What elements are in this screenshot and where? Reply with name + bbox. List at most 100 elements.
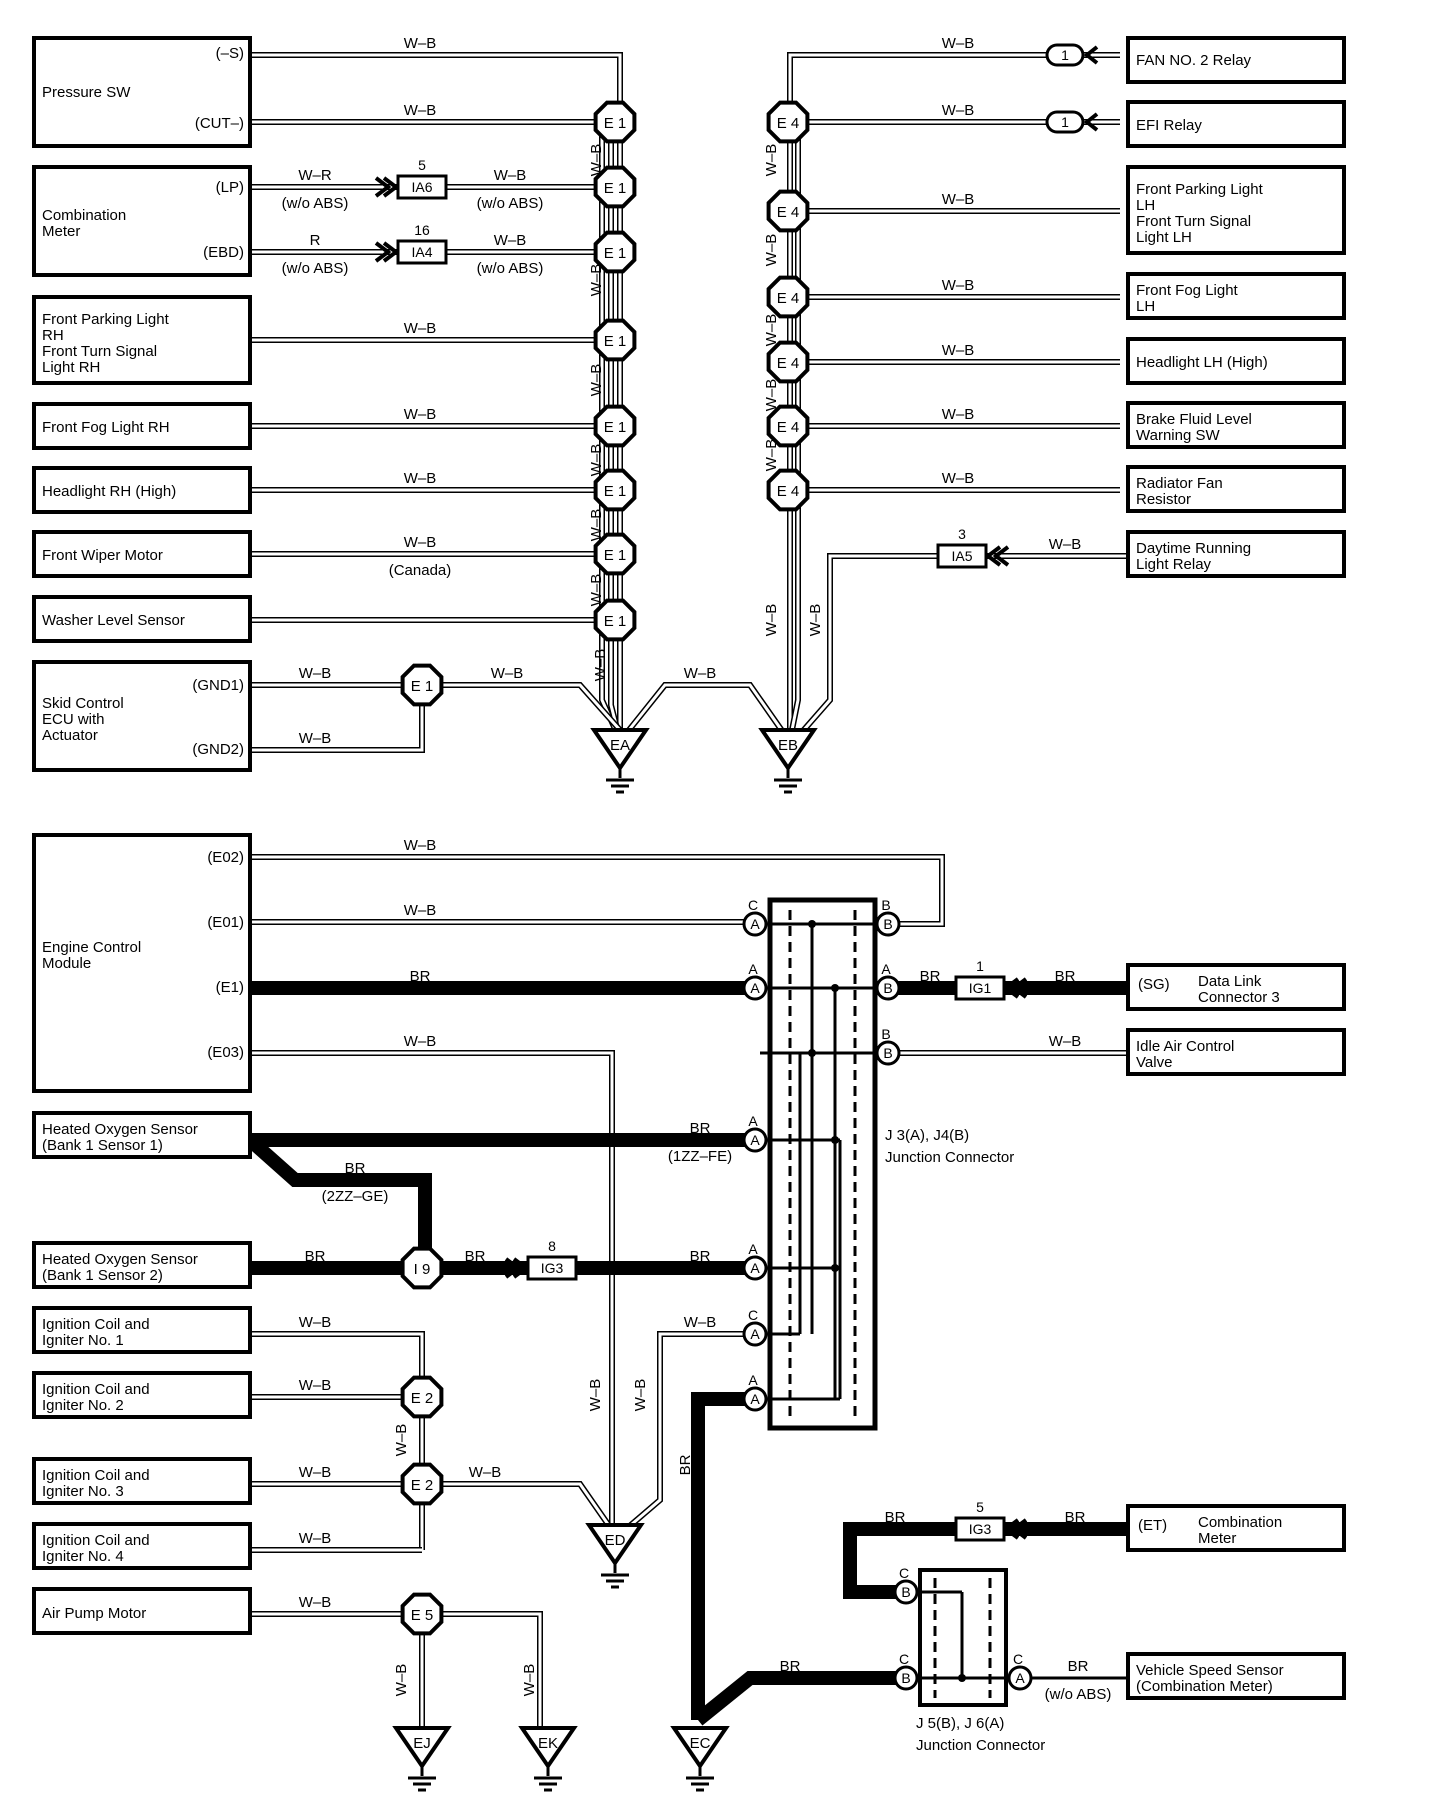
front-parking-rh-label-line: RH (42, 327, 64, 344)
jpin-b-b-2-letter: B (883, 1045, 892, 1061)
connector-ig3-a-label: IG3 (541, 1260, 564, 1276)
jpin-j5-b-c-1: BC (893, 1565, 919, 1605)
jpin-j5-b-c-2-pin: C (899, 1651, 909, 1667)
drl-relay-label-line: Daytime Running (1136, 540, 1251, 557)
connector-ia4-pin: 16 (414, 222, 430, 238)
wire-color-label: BR (305, 1248, 326, 1265)
wire-color-label: W–B (942, 342, 975, 359)
wire-color-label-vertical: W–B (588, 574, 605, 607)
splice-e4-label: E 4 (777, 290, 800, 307)
skid-control-pin-label: (GND1) (192, 677, 244, 694)
wire-color-label: BR (1065, 1509, 1086, 1526)
efi-relay-box: EFI Relay (1126, 100, 1346, 148)
wire-color-label: W–B (942, 277, 975, 294)
wire-color-label: W–B (684, 665, 717, 682)
wire-color-label: BR (690, 1120, 711, 1137)
wire-color-label: (w/o ABS) (477, 260, 544, 277)
headlight-rh-label-line: Headlight RH (High) (42, 483, 176, 500)
ground-ec: EC (670, 1726, 730, 1792)
jpin-j6-a-c-pin: C (1013, 1651, 1023, 1667)
splice-e1: E 1 (593, 318, 637, 362)
front-fog-rh-box: Front Fog Light RH (32, 402, 252, 450)
connector-ia5-label: IA5 (951, 548, 972, 564)
front-parking-lh-label-line: Front Turn Signal (1136, 213, 1251, 230)
pressure-sw-box: Pressure SW(–S)(CUT–) (32, 36, 252, 148)
headlight-lh-label-line: Headlight LH (High) (1136, 354, 1268, 371)
connector-ig3-b-pin: 5 (976, 1499, 984, 1515)
dlc3-label-line: Connector 3 (1198, 989, 1280, 1006)
ground-ej-label: EJ (413, 1735, 431, 1752)
wire-color-label-vertical: W–B (763, 604, 780, 637)
splice-e1-skid: E 1 (400, 663, 444, 707)
jpin-b-b-2-pin: B (881, 1026, 890, 1042)
jpin-a-a-2-pin: A (748, 1113, 758, 1129)
jpin-a-a-4-letter: A (750, 1391, 760, 1407)
jpin-b-b-1-letter: B (883, 916, 892, 932)
wire-color-label: W–R (298, 167, 332, 184)
splice-e4: E 4 (766, 340, 810, 384)
wire-color-label: (w/o ABS) (1045, 1686, 1112, 1703)
jpin-j5-b-c-1-letter: B (901, 1584, 910, 1600)
splice-e4: E 4 (766, 468, 810, 512)
splice-e4-label: E 4 (777, 419, 800, 436)
splice-i9: I 9 (400, 1246, 444, 1290)
ign-2-label-line: Igniter No. 2 (42, 1397, 124, 1414)
j56-label-line1: J 5(B), J 6(A) (916, 1715, 1004, 1732)
relay-connector-pin: 1 (1045, 110, 1099, 134)
ign-4-label-line: Ignition Coil and (42, 1532, 150, 1549)
connector-ia5-pin: 3 (958, 526, 966, 542)
efi-relay-label-line: EFI Relay (1136, 117, 1202, 134)
splice-e4-label: E 4 (777, 483, 800, 500)
ign-3-label-line: Igniter No. 3 (42, 1483, 124, 1500)
wire-color-label: BR (1055, 968, 1076, 985)
connector-ia6-pin: 5 (418, 157, 426, 173)
wire-color-label: W–B (942, 35, 975, 52)
jpin-a-c-2-pin: C (748, 1307, 758, 1323)
wire-color-label-vertical: W–B (763, 379, 780, 412)
fan-relay-label-line: FAN NO. 2 Relay (1136, 52, 1252, 69)
splice-e1-label: E 1 (604, 115, 627, 132)
jpin-j5-b-c-2-letter: B (901, 1670, 910, 1686)
wire-color-label: W–B (404, 534, 437, 551)
ground-ea-label: EA (610, 737, 630, 754)
splice-e1-label: E 1 (604, 547, 627, 564)
skid-control-pin-label: (GND2) (192, 741, 244, 758)
connector-ig3-a-pin: 8 (548, 1238, 556, 1254)
fan-relay-box: FAN NO. 2 Relay (1126, 36, 1346, 84)
wire-color-label-vertical: W–B (588, 444, 605, 477)
wire-color-label: BR (690, 1248, 711, 1265)
ecm-label-line: Module (42, 955, 91, 972)
ecm-pin-label: (E03) (207, 1044, 244, 1061)
jpin-a-a-3: AA (742, 1241, 768, 1281)
wire-color-label: (Canada) (389, 562, 452, 579)
wire-color-label: BR (345, 1160, 366, 1177)
ho2s-2-label-line: Heated Oxygen Sensor (42, 1251, 198, 1268)
iac-label-line: Valve (1136, 1054, 1172, 1071)
wire-color-label: BR (410, 968, 431, 985)
wire-color-label: W–B (1049, 536, 1082, 553)
wire-color-label: W–B (494, 167, 527, 184)
relay-connector-pin-label: 1 (1061, 47, 1069, 63)
wire-color-label-vertical: W–B (763, 144, 780, 177)
splice-e2-a: E 2 (400, 1375, 444, 1419)
jpin-a-c-1: AC (742, 897, 768, 937)
ign-1-label-line: Igniter No. 1 (42, 1332, 124, 1349)
splice-e5: E 5 (400, 1592, 444, 1636)
wire-color-label: W–B (299, 1464, 332, 1481)
wire-color-label-vertical: W–B (592, 649, 609, 682)
connector-ig1-label: IG1 (969, 980, 992, 996)
wire-color-label-vertical: W–B (763, 234, 780, 267)
splice-e1: E 1 (593, 468, 637, 512)
wire-color-label: BR (1068, 1658, 1089, 1675)
front-wiper-label-line: Front Wiper Motor (42, 547, 163, 564)
ground-ec-label: EC (690, 1735, 711, 1752)
